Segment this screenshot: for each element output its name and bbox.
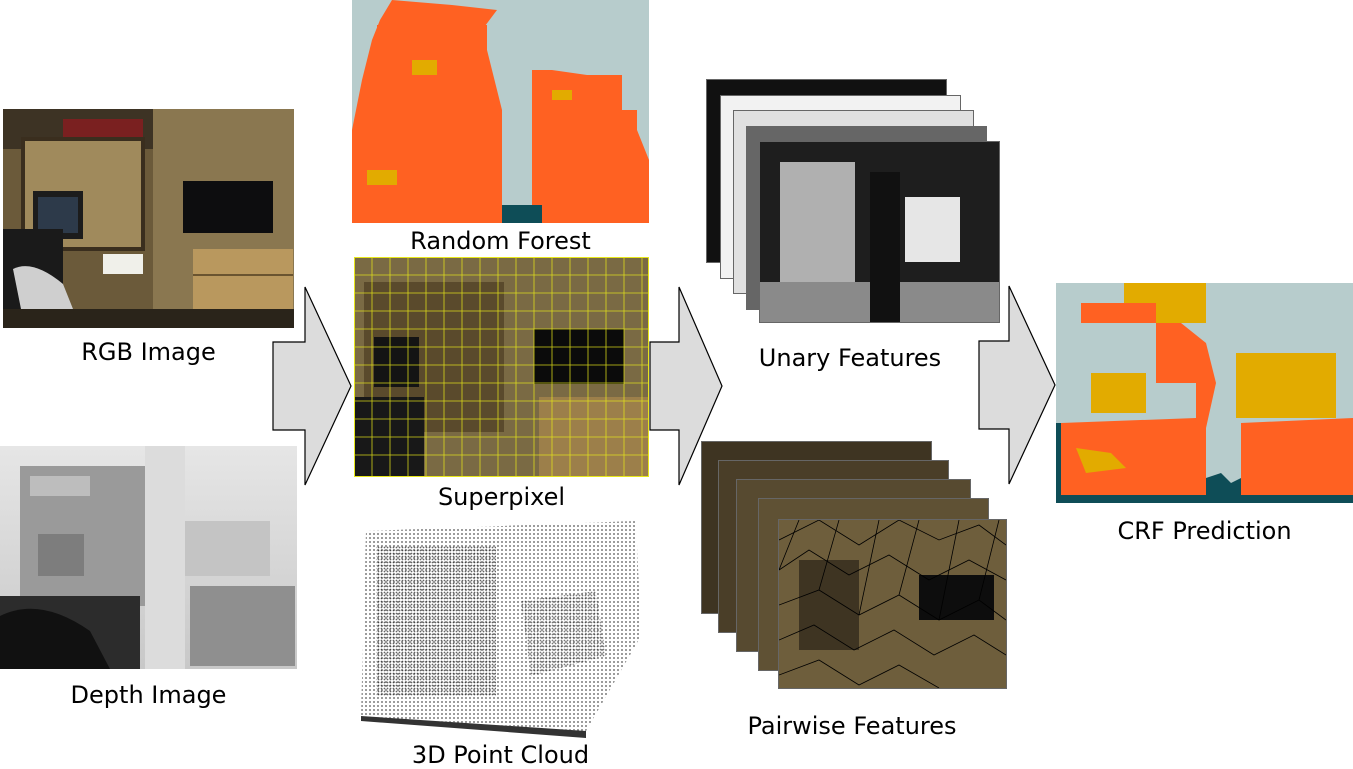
crf-prediction-caption: CRF Prediction [1117,517,1292,545]
pairwise-features-caption: Pairwise Features [747,712,957,740]
unary-layer-5 [759,141,1000,323]
crf-prediction-map [1056,283,1353,503]
rgb-image-caption: RGB Image [81,338,216,366]
arrow-right-1 [272,286,352,486]
unary-features-caption: Unary Features [758,344,942,372]
random-forest-map [352,0,649,223]
depth-image-caption: Depth Image [70,681,227,709]
arrow-right-3 [978,285,1056,485]
rgb-image [3,109,294,328]
random-forest-caption: Random Forest [410,227,591,255]
superpixel-caption: Superpixel [437,483,566,511]
superpixel-map [354,257,649,477]
depth-image [0,446,297,669]
pairwise-layer-5 [778,519,1007,689]
point-cloud [356,516,645,746]
point-cloud-caption: 3D Point Cloud [411,741,590,769]
arrow-right-2 [649,286,723,486]
